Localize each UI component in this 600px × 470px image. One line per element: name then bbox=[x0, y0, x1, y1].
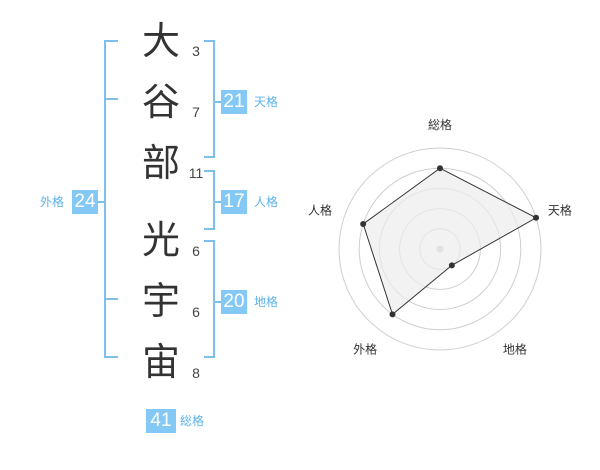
radar-axis-label-4: 外格 bbox=[353, 341, 377, 356]
gaikaku-value: 24 bbox=[72, 190, 98, 214]
stroke-count-2: 7 bbox=[192, 104, 200, 120]
chikaku-label: 地格 bbox=[254, 295, 279, 309]
stroke-count-3: 11 bbox=[188, 165, 204, 181]
name-char-6: 宙 bbox=[141, 340, 180, 384]
soukaku-label: 総格 bbox=[180, 414, 205, 428]
name-char-4: 光 bbox=[141, 218, 180, 262]
tenkaku-value: 21 bbox=[221, 90, 247, 114]
stroke-count-1: 3 bbox=[192, 43, 200, 59]
radar-point-5 bbox=[360, 221, 367, 228]
chikaku-value: 20 bbox=[221, 290, 247, 314]
name-char-3: 部 bbox=[141, 141, 180, 185]
jinkaku-value: 17 bbox=[221, 190, 247, 214]
radar-axis-label-3: 地格 bbox=[503, 341, 527, 356]
radar-point-1 bbox=[437, 165, 443, 172]
jinkaku-label: 人格 bbox=[254, 195, 279, 209]
radar-grid-ring bbox=[338, 147, 542, 351]
stroke-count-4: 6 bbox=[192, 243, 200, 259]
stroke-count-6: 8 bbox=[192, 365, 200, 381]
gaikaku-label: 外格 bbox=[40, 195, 65, 209]
radar-point-3 bbox=[448, 262, 455, 269]
radar-point-4 bbox=[389, 311, 396, 318]
soukaku-value: 41 bbox=[146, 409, 176, 433]
name-char-5: 宇 bbox=[141, 279, 180, 323]
radar-point-2 bbox=[533, 214, 540, 221]
radar-axis-label-5: 人格 bbox=[308, 203, 332, 218]
tenkaku-label: 天格 bbox=[254, 95, 279, 109]
stroke-count-5: 6 bbox=[192, 304, 200, 320]
radar-data-polygon bbox=[362, 167, 538, 316]
name-char-1: 大 bbox=[141, 19, 180, 63]
radar-axis-label-2: 天格 bbox=[548, 203, 572, 218]
name-char-2: 谷 bbox=[141, 80, 180, 124]
radar-axis-label-1: 総格 bbox=[428, 117, 452, 132]
